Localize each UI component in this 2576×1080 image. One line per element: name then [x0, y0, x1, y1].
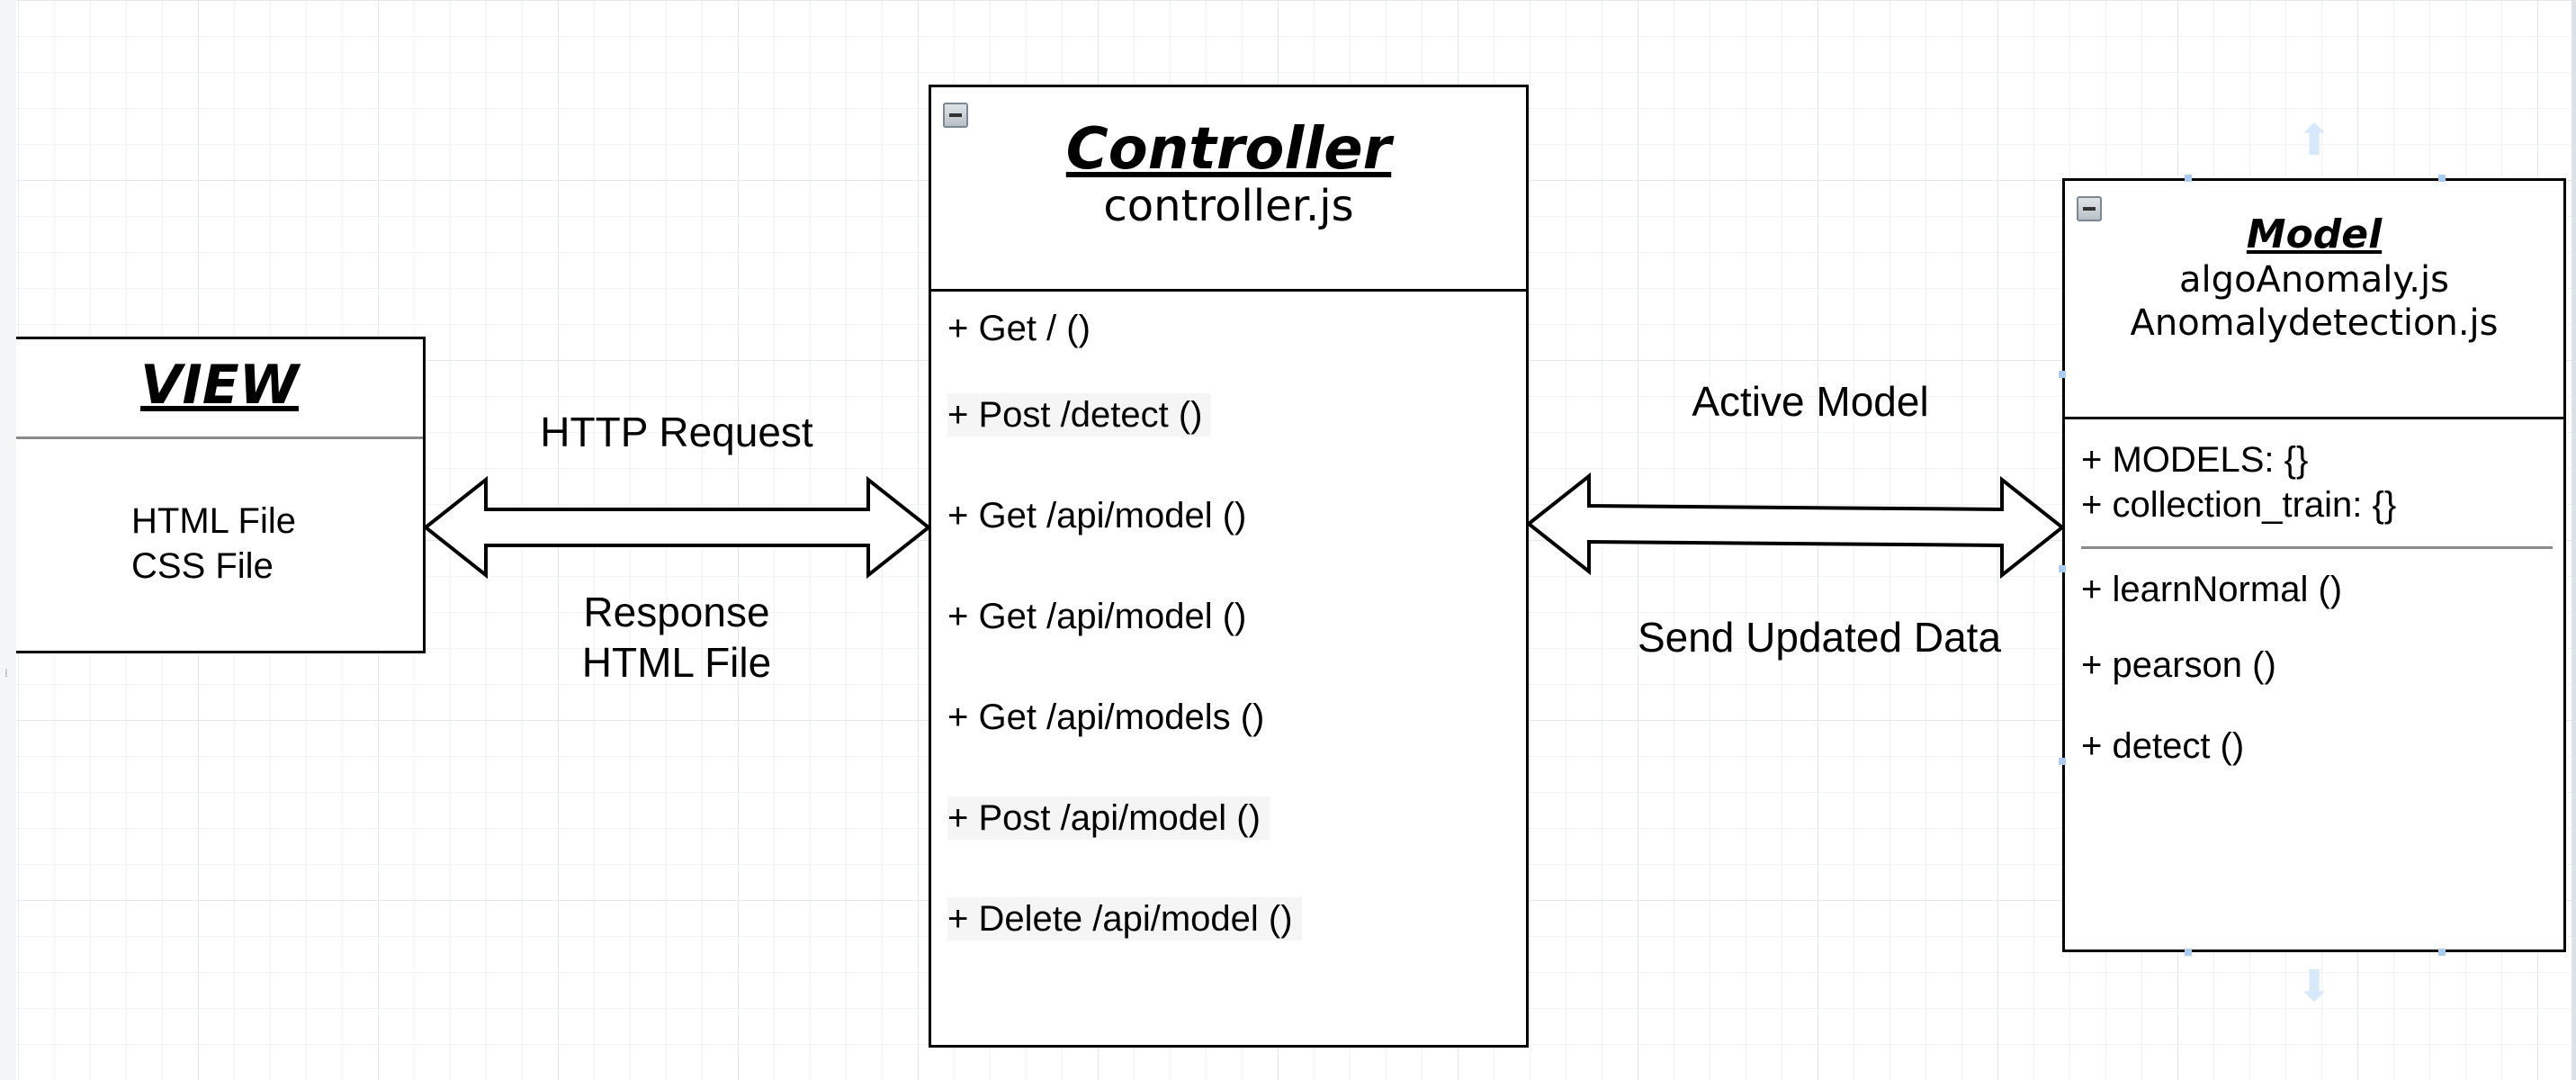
response-label-line1: Response [583, 589, 770, 635]
controller-model-double-arrow[interactable] [1525, 472, 2066, 580]
selection-handle[interactable] [2059, 371, 2066, 378]
model-method: + pearson () [2081, 645, 2276, 685]
panel-resize-handle-icon[interactable]: ⁞ [4, 667, 8, 680]
selection-handle[interactable] [2438, 175, 2446, 182]
controller-title: Controller [1065, 116, 1392, 183]
view-title: VIEW [140, 354, 299, 417]
canvas-left-gutter [0, 0, 16, 1080]
canvas-right-scroll-edge[interactable] [2572, 0, 2576, 1080]
view-box[interactable]: VIEW HTML File CSS File [16, 337, 426, 653]
selection-handle[interactable] [2185, 175, 2192, 182]
model-title: Model [2246, 212, 2383, 257]
view-divider [16, 436, 423, 439]
controller-collapse-icon[interactable] [943, 103, 968, 128]
controller-member: + Get /api/models () [947, 698, 1265, 737]
model-header-divider [2065, 417, 2563, 419]
controller-member: + Get / () [947, 309, 1091, 348]
view-item-css: CSS File [131, 546, 274, 586]
model-collapse-icon[interactable] [2077, 196, 2102, 221]
resize-down-arrow-icon[interactable]: ⬇ [2296, 961, 2333, 1012]
selection-handle[interactable] [2185, 949, 2192, 956]
controller-member: + Get /api/model () [947, 496, 1247, 536]
selection-handle[interactable] [2059, 758, 2066, 765]
controller-file: controller.js [1103, 181, 1354, 231]
selection-handle[interactable] [2059, 565, 2066, 572]
controller-member: + Post /detect () [947, 393, 1212, 436]
model-file: algoAnomaly.js [2179, 259, 2449, 301]
model-attribute: + MODELS: {} [2081, 440, 2309, 480]
active-model-label: Active Model [1692, 378, 1929, 425]
controller-divider [931, 289, 1526, 292]
view-controller-double-arrow[interactable] [422, 475, 932, 580]
model-method: + detect () [2081, 726, 2245, 766]
selection-handle[interactable] [2438, 949, 2446, 956]
controller-box[interactable]: Controller controller.js + Get / () + Po… [929, 85, 1529, 1048]
controller-member: + Get /api/model () [947, 597, 1247, 636]
model-section-divider [2081, 546, 2553, 549]
model-box[interactable]: Model algoAnomaly.js Anomalydetection.js… [2062, 178, 2566, 952]
response-label-line2: HTML File [581, 639, 772, 686]
model-attribute: + collection_train: {} [2081, 485, 2397, 525]
controller-member: + Post /api/model () [947, 796, 1270, 840]
controller-member: + Delete /api/model () [947, 897, 1302, 940]
resize-up-arrow-icon[interactable]: ⬆ [2296, 115, 2333, 166]
model-method: + learnNormal () [2081, 570, 2343, 609]
view-item-html: HTML File [131, 501, 296, 541]
model-file: Anomalydetection.js [2130, 302, 2499, 344]
http-request-label: HTTP Request [540, 409, 813, 455]
send-updated-data-label: Send Updated Data [1637, 614, 2002, 661]
